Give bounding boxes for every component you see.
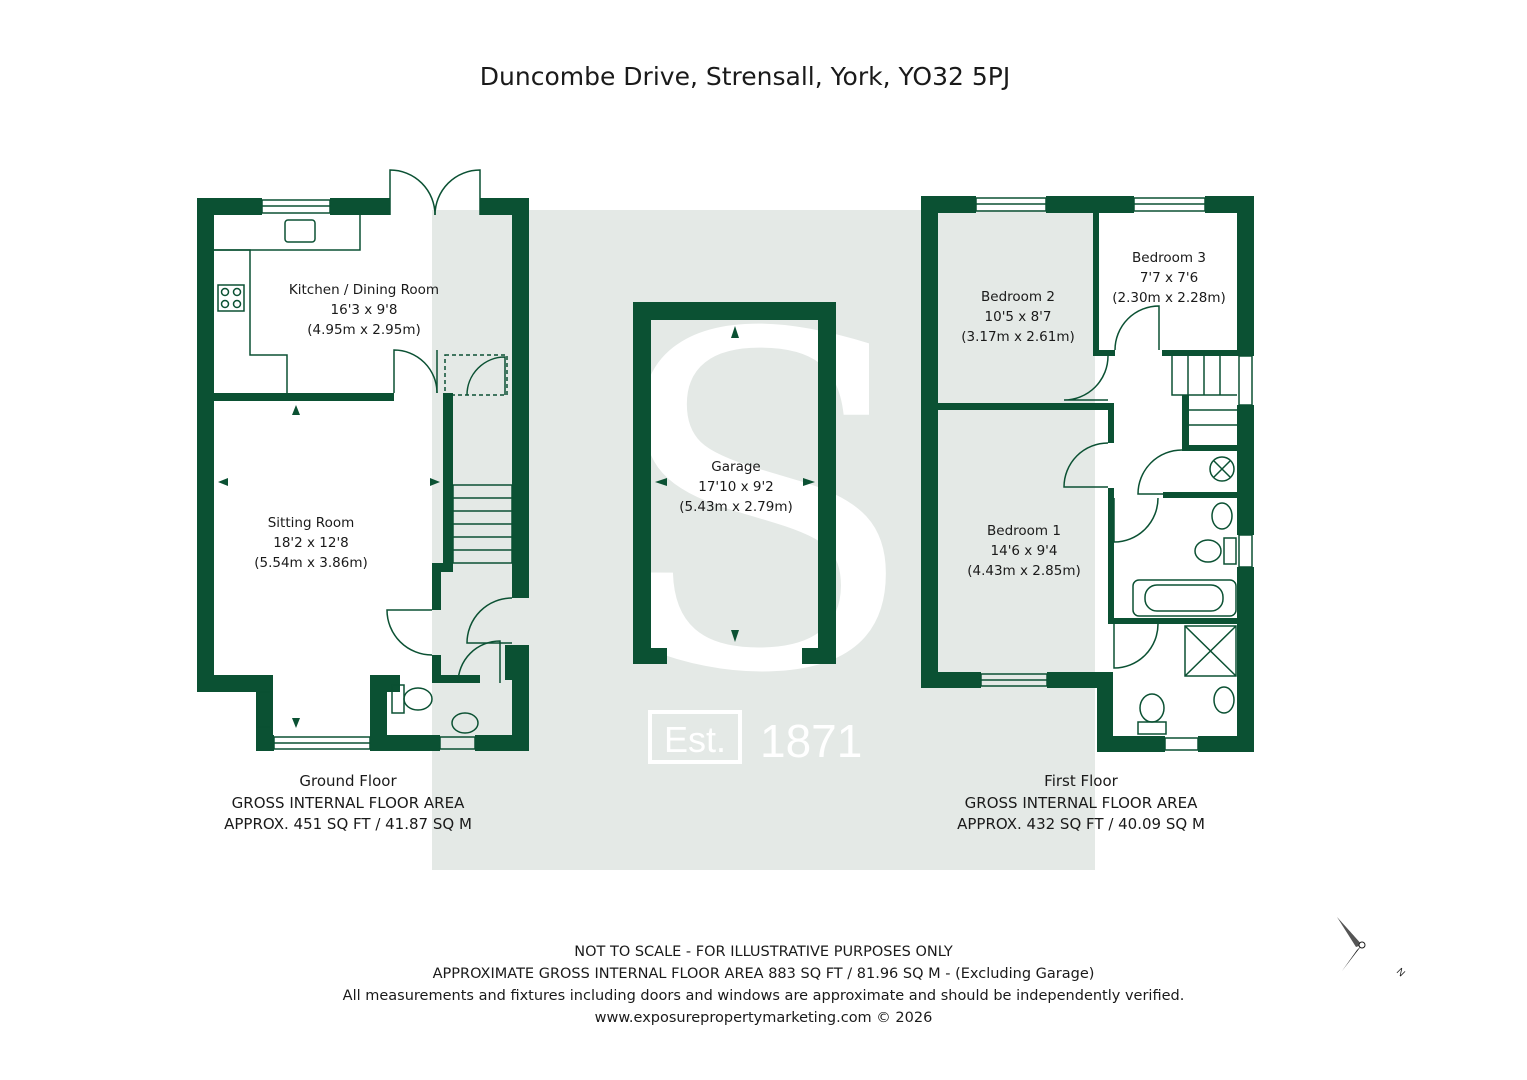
room-label-kitchen: Kitchen / Dining Room 16'3 x 9'8 (4.95m … <box>264 280 464 340</box>
page-title: Duncombe Drive, Strensall, York, YO32 5P… <box>479 62 1011 91</box>
room-name: Kitchen / Dining Room <box>288 282 440 298</box>
ground-floor-dimension-arrows <box>218 405 440 728</box>
brand-est-text: Est. <box>664 719 726 760</box>
room-name: Sitting Room <box>267 515 355 531</box>
brand-est-box <box>648 710 742 764</box>
room-label-garage: Garage 17'10 x 9'2 (5.43m x 2.79m) <box>636 457 836 517</box>
room-imperial: 10'5 x 8'7 <box>984 309 1052 325</box>
room-imperial: 7'7 x 7'6 <box>1139 270 1199 286</box>
room-imperial: 16'3 x 9'8 <box>330 302 398 318</box>
room-metric: (2.30m x 2.28m) <box>1112 290 1226 306</box>
floor-area-heading: GROSS INTERNAL FLOOR AREA <box>964 793 1198 812</box>
ground-floor-caption: Ground Floor GROSS INTERNAL FLOOR AREA A… <box>198 771 498 836</box>
floor-area-value: APPROX. 451 SQ FT / 41.87 SQ M <box>224 815 472 833</box>
room-name: Bedroom 3 <box>1132 250 1206 266</box>
room-metric: (5.43m x 2.79m) <box>679 499 793 515</box>
footer-disclaimer: NOT TO SCALE - FOR ILLUSTRATIVE PURPOSES… <box>0 941 1527 1029</box>
room-metric: (4.43m x 2.85m) <box>967 563 1081 579</box>
brand-monogram: S <box>604 239 919 774</box>
room-metric: (3.17m x 2.61m) <box>961 329 1075 345</box>
footer-line-total-area: APPROXIMATE GROSS INTERNAL FLOOR AREA 88… <box>432 966 1095 982</box>
brand-year-text: 1871 <box>760 715 862 767</box>
floor-area-heading: GROSS INTERNAL FLOOR AREA <box>231 793 465 812</box>
room-metric: (5.54m x 3.86m) <box>254 555 368 571</box>
room-label-bedroom-3: Bedroom 3 7'7 x 7'6 (2.30m x 2.28m) <box>1099 248 1239 308</box>
floor-area-value: APPROX. 432 SQ FT / 40.09 SQ M <box>957 815 1205 833</box>
room-imperial: 14'6 x 9'4 <box>990 543 1058 559</box>
room-name: Bedroom 2 <box>981 289 1055 305</box>
room-label-bedroom-1: Bedroom 1 14'6 x 9'4 (4.43m x 2.85m) <box>924 521 1124 581</box>
first-floor-caption: First Floor GROSS INTERNAL FLOOR AREA AP… <box>931 771 1231 836</box>
footer-line-website: www.exposurepropertymarketing.com © 2026 <box>594 1010 933 1026</box>
room-name: Garage <box>711 459 761 475</box>
room-label-bedroom-2: Bedroom 2 10'5 x 8'7 (3.17m x 2.61m) <box>918 287 1118 347</box>
room-imperial: 18'2 x 12'8 <box>273 535 349 551</box>
first-floor-fittings <box>975 197 1253 751</box>
ground-floor-plan <box>197 198 529 751</box>
floor-label: First Floor <box>1044 772 1118 790</box>
room-label-sitting-room: Sitting Room 18'2 x 12'8 (5.54m x 3.86m) <box>211 513 411 573</box>
footer-line-scale: NOT TO SCALE - FOR ILLUSTRATIVE PURPOSES… <box>574 944 953 960</box>
room-name: Bedroom 1 <box>987 523 1061 539</box>
footer-line-verification: All measurements and fixtures including … <box>342 988 1185 1004</box>
first-floor-plan <box>921 196 1254 752</box>
room-imperial: 17'10 x 9'2 <box>698 479 774 495</box>
floor-label: Ground Floor <box>299 772 397 790</box>
garage-plan <box>633 302 836 664</box>
room-metric: (4.95m x 2.95m) <box>307 322 421 338</box>
ground-floor-fittings <box>214 169 513 750</box>
